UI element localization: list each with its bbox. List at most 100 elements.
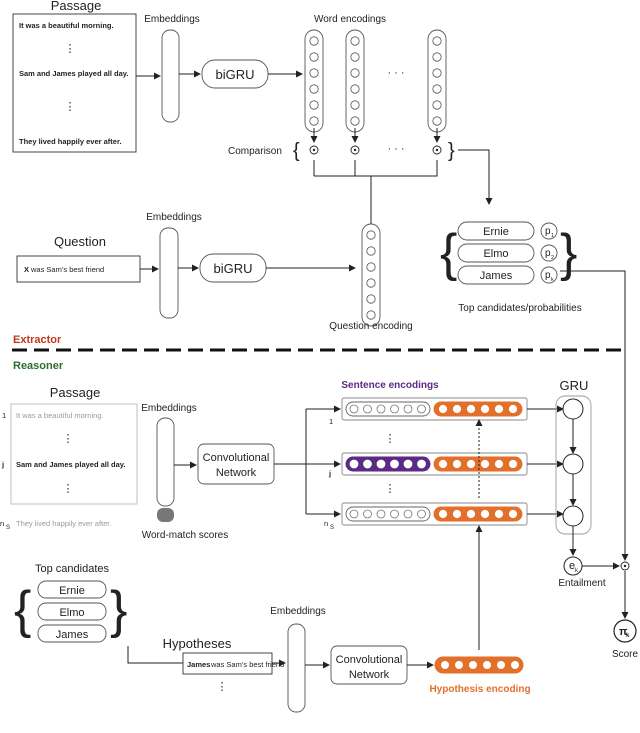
candidate-pill [37, 624, 107, 643]
word-encoding-unit [350, 68, 360, 78]
ellipsis: · · · [387, 143, 404, 155]
question-x: X [24, 265, 29, 274]
r-embeddings-label: Embeddings [141, 403, 197, 414]
sentence-unit [390, 459, 399, 469]
probability-label: p [545, 226, 551, 237]
candidate-label: Ernie [59, 585, 85, 597]
comparison-dot [312, 148, 316, 152]
hypotheses-title: Hypotheses [163, 636, 232, 651]
r-conv-label-1: Convolutional [203, 452, 270, 464]
h-embeddings-label: Embeddings [270, 606, 326, 617]
candidate-label: James [480, 270, 513, 282]
hypothesis-unit [494, 509, 504, 519]
ellipsis: ⋮ [63, 433, 74, 445]
sentence-unit [376, 404, 386, 414]
r-passage-line-1: It was a beautiful morning. [16, 411, 104, 420]
r-passage-title: Passage [50, 385, 101, 400]
brace-right: } [110, 581, 127, 639]
q-bigru-label: biGRU [213, 261, 252, 276]
embeddings-label: Embeddings [144, 14, 200, 25]
score-pi: π [619, 626, 628, 638]
hypothesis-unit [494, 459, 504, 469]
score-node [613, 619, 637, 643]
brace-left: { [440, 224, 457, 282]
sentence-unit [376, 459, 386, 469]
hypothesis-unit [494, 404, 504, 414]
probability-label: p [545, 248, 551, 259]
hypothesis-bold: James [187, 660, 210, 669]
question-encoding-unit [366, 310, 376, 320]
question-encoding-group [361, 223, 381, 327]
passage-box [12, 13, 137, 153]
hypothesis-unit [480, 509, 490, 519]
question-encoding-unit [366, 278, 376, 288]
passage-line-3: They lived happily ever after. [19, 137, 122, 146]
r-passage-line-2: Sam and James played all day. [16, 460, 126, 469]
entailment-sub: k [575, 568, 579, 574]
brace-left: { [293, 140, 300, 162]
candidate-pill [457, 221, 535, 241]
passage-title: Passage [51, 0, 102, 13]
hypothesis-unit [438, 404, 448, 414]
enc-row-n: n [324, 519, 328, 528]
question-encoding-column [361, 223, 381, 327]
enc-row-n-sub: S [330, 525, 334, 531]
sentence-encodings-group [341, 397, 564, 526]
h-conv-label-1: Convolutional [336, 654, 403, 666]
word-encoding-unit [309, 116, 319, 126]
hypothesis-encoding-label: Hypothesis encoding [429, 684, 530, 695]
comparison-dots [309, 145, 442, 155]
comparison-dot [435, 148, 439, 152]
sentence-unit [390, 404, 399, 414]
word-encoding-unit [350, 36, 360, 46]
candidate-pill [37, 602, 107, 621]
sentence-unit [390, 509, 399, 519]
ellipsis: ⋮ [217, 681, 228, 693]
q-embeddings-label: Embeddings [146, 212, 202, 223]
hypothesis-unit [452, 509, 462, 519]
hypothesis-rest: was Sam’s best friend [210, 660, 284, 669]
multiply-dot [623, 564, 627, 568]
r-conv-label-2: Network [216, 467, 257, 479]
question-title: Question [54, 234, 106, 249]
conv-to-encodings [274, 409, 307, 514]
word-encoding-unit [432, 100, 442, 110]
candidate-label: Elmo [483, 248, 508, 260]
extractor-section-label: Extractor [13, 334, 62, 346]
word-encoding-unit [432, 36, 442, 46]
question-encoding-unit [366, 262, 376, 272]
r-embeddings-bar [156, 417, 175, 507]
question-encoding-unit [366, 246, 376, 256]
sentence-unit [403, 404, 413, 414]
hypothesis-copy [433, 401, 523, 417]
candidate-label: James [56, 629, 89, 641]
entailment-label: Entailment [558, 578, 605, 589]
candidate-to-hypothesis [127, 646, 183, 664]
hypothesis-unit [441, 661, 449, 669]
probability-node [540, 222, 558, 240]
hypothesis-unit [508, 509, 518, 519]
word-encodings-label: Word encodings [314, 14, 386, 25]
ellipsis: ⋮ [65, 101, 76, 113]
r-passage-box [10, 403, 138, 505]
arrow-to-candidates [458, 149, 493, 205]
probability-node [540, 266, 558, 284]
embeddings-bar [161, 29, 180, 123]
sentence-unit [349, 404, 359, 414]
r-passage-line-3: They lived happily ever after. [16, 519, 111, 528]
h-embeddings-bar [287, 623, 306, 713]
r-top-candidates-title: Top candidates [35, 563, 109, 575]
h-conv-label-2: Network [349, 669, 390, 681]
probability-line [560, 270, 629, 561]
gru-node [562, 453, 584, 475]
word-encoding-unit [432, 52, 442, 62]
comparison-feedback-lines [313, 160, 438, 224]
word-encoding-unit [309, 68, 319, 78]
sentence-encodings-label: Sentence encodings [341, 380, 439, 391]
gru-nodes [562, 398, 584, 527]
word-encoding-unit [432, 84, 442, 94]
comparison-dot [353, 148, 357, 152]
